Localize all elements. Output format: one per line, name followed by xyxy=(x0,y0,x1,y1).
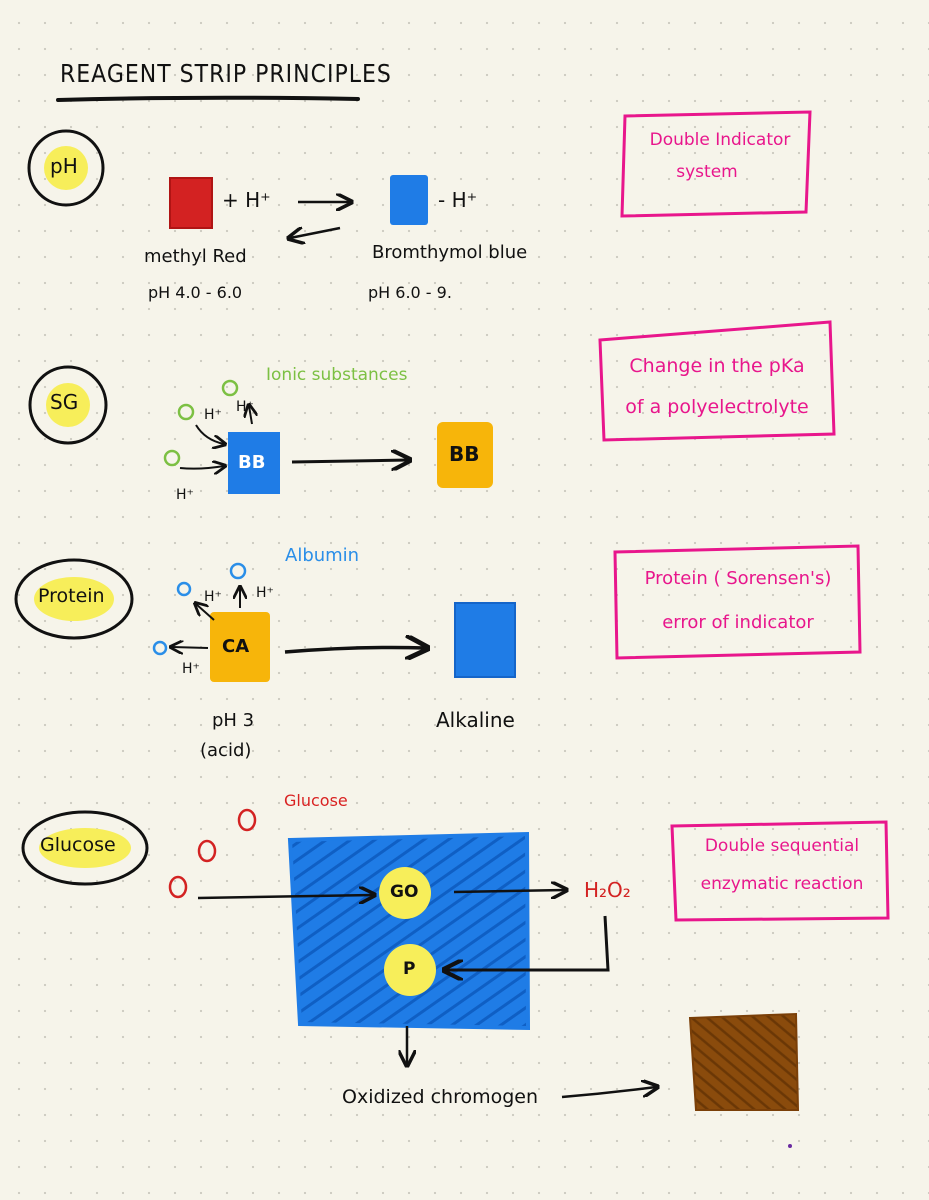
glucose-principle-box xyxy=(670,820,890,922)
ca-amber-swatch xyxy=(210,612,270,682)
oxidized-chromogen-label: Oxidized chromogen xyxy=(342,1086,539,1108)
glucose-to-go-arrow xyxy=(197,895,373,898)
sg-principle-line2: of a polyelectrolyte xyxy=(625,396,809,418)
ph-badge-label: pH xyxy=(50,154,78,178)
p-enzyme xyxy=(384,944,436,996)
ca-label: CA xyxy=(222,636,250,657)
sg-bb-left-label: BB xyxy=(238,452,266,473)
protein-h-label-1: H⁺ xyxy=(204,589,222,605)
reverse-arrow xyxy=(290,228,341,238)
sg-arrow xyxy=(291,460,408,462)
ionic-substances-label: Ionic substances xyxy=(266,365,408,385)
protein-principle-box xyxy=(613,544,862,660)
ph-principle-line1: Double Indicator xyxy=(649,130,791,150)
protein-principle-line1: Protein ( Sorensen's) xyxy=(644,568,832,589)
glucose-principle-line2: enzymatic reaction xyxy=(700,874,864,894)
protein-badge-circle xyxy=(14,558,134,640)
acid-label: (acid) xyxy=(200,740,252,761)
ph-badge-circle xyxy=(27,129,105,207)
alkaline-label: Alkaline xyxy=(436,708,515,732)
protein-badge-label: Protein xyxy=(38,585,105,607)
sg-bb-right-label: BB xyxy=(449,442,480,466)
sg-badge-circle xyxy=(28,365,108,445)
albumin-molecule-2 xyxy=(229,562,247,580)
glucose-molecule-2 xyxy=(197,839,217,863)
ionic-molecule-3 xyxy=(163,449,181,467)
glucose-molecule-1 xyxy=(237,808,257,832)
glucose-principle-line1: Double sequential xyxy=(704,836,860,856)
stray-dot xyxy=(788,1144,792,1148)
sg-principle-line1: Change in the pKa xyxy=(629,355,805,377)
page-title: REAGENT STRIP PRINCIPLES xyxy=(60,60,392,89)
title-underline xyxy=(56,95,360,102)
glucose-pad xyxy=(287,831,531,1031)
ph-principle-box xyxy=(620,110,812,218)
ph-principle-line2: system xyxy=(676,162,738,182)
protein-principle-line2: error of indicator xyxy=(662,612,814,633)
bromthymol-blue-swatch xyxy=(390,175,428,225)
h2o2-label: H₂O₂ xyxy=(584,878,631,902)
glucose-badge-label: Glucose xyxy=(40,834,116,856)
glucose-label: Glucose xyxy=(284,791,348,810)
p-label: P xyxy=(403,959,416,979)
go-enzyme xyxy=(379,867,431,919)
go-to-h2o2-arrow xyxy=(453,890,565,892)
methyl-red-label: methyl Red xyxy=(144,246,247,267)
albumin-label: Albumin xyxy=(285,545,360,566)
sg-badge-label: SG xyxy=(50,390,79,414)
sg-principle-box xyxy=(598,320,836,442)
sg-bb-blue-swatch xyxy=(228,432,280,494)
protein-h-label-3: H⁺ xyxy=(182,661,200,677)
chromogen-arrow xyxy=(561,1087,656,1099)
go-label: GO xyxy=(390,882,419,902)
sg-h-arrow-3 xyxy=(179,466,224,469)
ionic-molecule-2 xyxy=(177,403,195,421)
bromthymol-range: pH 6.0 - 9. xyxy=(368,283,452,302)
sg-h-label-1: H⁺ xyxy=(204,407,222,423)
protein-h-arrow-1 xyxy=(196,604,215,621)
plus-h-label: + H⁺ xyxy=(222,188,271,212)
sg-h-arrow-2 xyxy=(249,406,252,425)
oxidized-brown-swatch xyxy=(688,1012,800,1111)
glucose-badge-circle xyxy=(21,810,149,886)
protein-arrow xyxy=(284,648,425,653)
sg-h-label-3: H⁺ xyxy=(176,487,194,503)
sg-bb-amber-swatch xyxy=(437,422,493,488)
glucose-molecule-3 xyxy=(168,875,188,899)
sg-h-arrow-1 xyxy=(195,424,224,444)
albumin-molecule-3 xyxy=(152,640,168,656)
alkaline-blue-swatch xyxy=(454,602,516,678)
minus-h-label: - H⁺ xyxy=(438,188,478,212)
bromthymol-label: Bromthymol blue xyxy=(372,242,528,263)
methyl-red-swatch xyxy=(169,177,213,229)
h2o2-to-p-arrow xyxy=(446,915,610,970)
ph3-label: pH 3 xyxy=(212,710,255,731)
albumin-molecule-1 xyxy=(176,581,192,597)
sg-h-label-2: H⁺ xyxy=(236,399,254,415)
methyl-red-range: pH 4.0 - 6.0 xyxy=(148,283,243,302)
ionic-molecule-1 xyxy=(221,379,239,397)
protein-h-label-2: H⁺ xyxy=(256,585,274,601)
protein-h-arrow-3 xyxy=(172,647,209,648)
